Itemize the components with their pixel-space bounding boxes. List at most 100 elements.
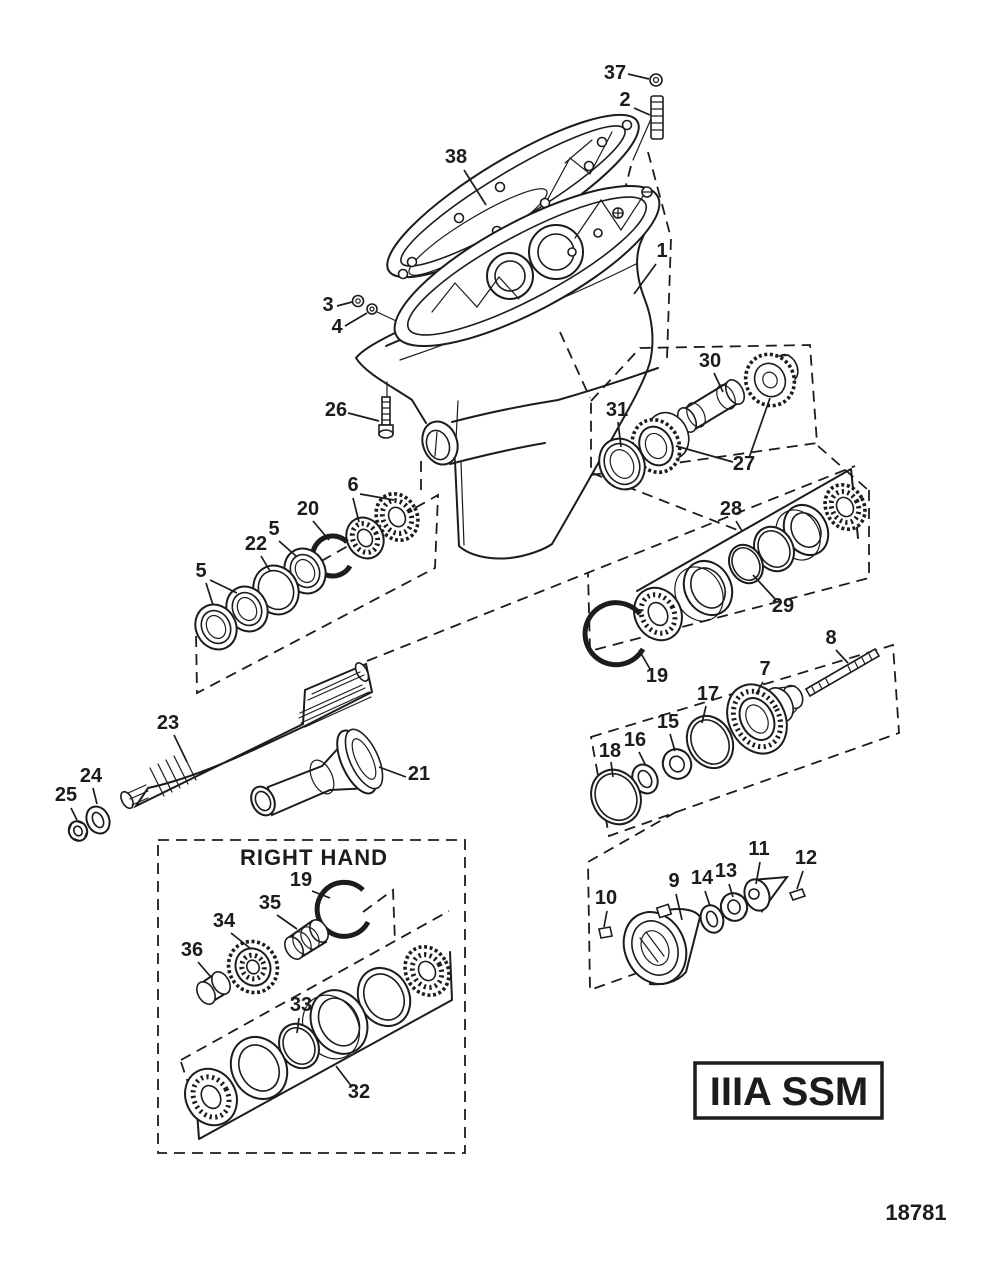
callout-15-label: 15 bbox=[657, 711, 679, 733]
part-28-bearing-set bbox=[582, 483, 867, 668]
callout-36: 36 bbox=[181, 939, 211, 977]
callout-38-label: 38 bbox=[445, 146, 467, 168]
callout-37-leader bbox=[627, 73, 650, 80]
callout-29: 29 bbox=[752, 574, 794, 617]
ring bbox=[753, 525, 795, 573]
callout-34-leader bbox=[230, 932, 252, 950]
callout-6-leader bbox=[359, 493, 395, 501]
callout-21-label: 21 bbox=[408, 763, 430, 785]
callout-7-leader bbox=[755, 681, 764, 695]
callout-35-leader bbox=[276, 914, 298, 930]
callout-19-leader bbox=[311, 890, 331, 899]
callout-11: 11 bbox=[748, 838, 770, 885]
callout-27: 27 bbox=[675, 397, 771, 475]
callout-10-leader bbox=[603, 910, 608, 928]
callout-36-leader bbox=[197, 961, 211, 977]
callout-32-label: 32 bbox=[348, 1081, 370, 1103]
stamp-label: IIIA SSM bbox=[710, 1070, 869, 1114]
callout-5-label: 5 bbox=[195, 560, 206, 582]
part-21-carrier-sleeve bbox=[250, 728, 384, 817]
axis-into-pinion-box bbox=[559, 331, 591, 399]
callout-24-label: 24 bbox=[80, 765, 103, 787]
part-3-screw bbox=[351, 294, 365, 308]
callout-33-leader bbox=[296, 1017, 300, 1034]
callout-30-label: 30 bbox=[699, 350, 721, 372]
drawing-number: 18781 bbox=[885, 1200, 946, 1225]
callout-7-label: 7 bbox=[759, 658, 770, 680]
part-25-nut bbox=[67, 820, 89, 842]
callout-21: 21 bbox=[378, 763, 430, 785]
callout-3-label: 3 bbox=[322, 294, 333, 316]
callout-38-leader bbox=[463, 169, 487, 206]
callout-7: 7 bbox=[755, 658, 771, 695]
callout-8-leader bbox=[835, 649, 849, 664]
box-right-hand bbox=[157, 839, 466, 1154]
callout-1-leader bbox=[633, 263, 657, 295]
callout-11-leader bbox=[755, 861, 761, 885]
callout-20: 20 bbox=[297, 498, 330, 541]
stamp-box: IIIA SSM bbox=[693, 1061, 884, 1120]
callout-8-label: 8 bbox=[825, 627, 836, 649]
callout-25-label: 25 bbox=[55, 784, 77, 806]
callout-5-leader bbox=[205, 582, 214, 606]
axis-propshaft bbox=[366, 465, 856, 662]
callout-31-label: 31 bbox=[606, 399, 628, 421]
part-32-bearing-set bbox=[184, 945, 451, 1127]
callout-28-leader bbox=[735, 520, 743, 532]
callout-19-label: 19 bbox=[290, 869, 312, 891]
callout-25-leader bbox=[70, 807, 78, 821]
callout-34-label: 34 bbox=[213, 910, 236, 932]
callout-24: 24 bbox=[80, 765, 103, 805]
callout-6: 6 bbox=[347, 474, 395, 523]
callout-26: 26 bbox=[325, 399, 380, 422]
box-pinion-group bbox=[590, 344, 818, 477]
callout-32: 32 bbox=[335, 1065, 370, 1103]
axis-stud-right bbox=[647, 151, 672, 359]
box-prop-group bbox=[587, 811, 677, 992]
callout-19: 19 bbox=[290, 869, 331, 899]
part-14-washer bbox=[699, 904, 725, 934]
callout-8: 8 bbox=[825, 627, 849, 664]
part-10-pin bbox=[598, 926, 613, 939]
callout-27-label: 27 bbox=[733, 453, 755, 475]
callout-4-label: 4 bbox=[331, 316, 343, 338]
callout-6-leader bbox=[352, 497, 360, 523]
callout-14-label: 14 bbox=[691, 867, 714, 889]
callout-33: 33 bbox=[290, 994, 312, 1034]
callout-22-leader bbox=[260, 555, 271, 572]
callout-18: 18 bbox=[599, 740, 621, 778]
part-18-seal-ring bbox=[590, 768, 642, 826]
callout-9: 9 bbox=[668, 870, 683, 921]
callout-9-leader bbox=[675, 893, 683, 921]
right-hand-label: RIGHT HAND bbox=[240, 845, 388, 870]
part-11-prop-nut bbox=[743, 875, 790, 914]
callout-12-label: 12 bbox=[795, 847, 817, 869]
part-24-washer bbox=[85, 805, 111, 835]
callout-37-label: 37 bbox=[604, 62, 626, 84]
callout-16-leader bbox=[638, 751, 647, 767]
part-15-nut bbox=[661, 748, 693, 780]
part-23-propeller-shaft bbox=[120, 662, 374, 810]
callout-21-leader bbox=[378, 766, 407, 778]
callout-28: 28 bbox=[720, 498, 743, 532]
callout-13: 13 bbox=[715, 860, 737, 898]
callout-23-leader bbox=[173, 734, 188, 763]
callout-6-label: 6 bbox=[347, 474, 358, 496]
callout-30: 30 bbox=[699, 350, 724, 393]
callout-5-label: 5 bbox=[268, 518, 279, 540]
callout-17: 17 bbox=[697, 683, 719, 724]
bearing-roller-small bbox=[823, 483, 867, 531]
callout-29-leader bbox=[752, 574, 777, 601]
callout-14: 14 bbox=[691, 867, 714, 907]
part-30-bearing-sleeve bbox=[676, 379, 746, 433]
part-5-seals bbox=[194, 585, 269, 651]
callout-5: 5 bbox=[268, 518, 297, 557]
part-19-snap-ring bbox=[582, 600, 646, 668]
callout-26-label: 26 bbox=[325, 399, 347, 421]
callout-35: 35 bbox=[259, 892, 298, 930]
callout-18-label: 18 bbox=[599, 740, 621, 762]
callout-17-label: 17 bbox=[697, 683, 719, 705]
part-29-shim bbox=[728, 543, 764, 585]
callout-4: 4 bbox=[331, 312, 368, 338]
callout-23: 23 bbox=[157, 712, 188, 763]
